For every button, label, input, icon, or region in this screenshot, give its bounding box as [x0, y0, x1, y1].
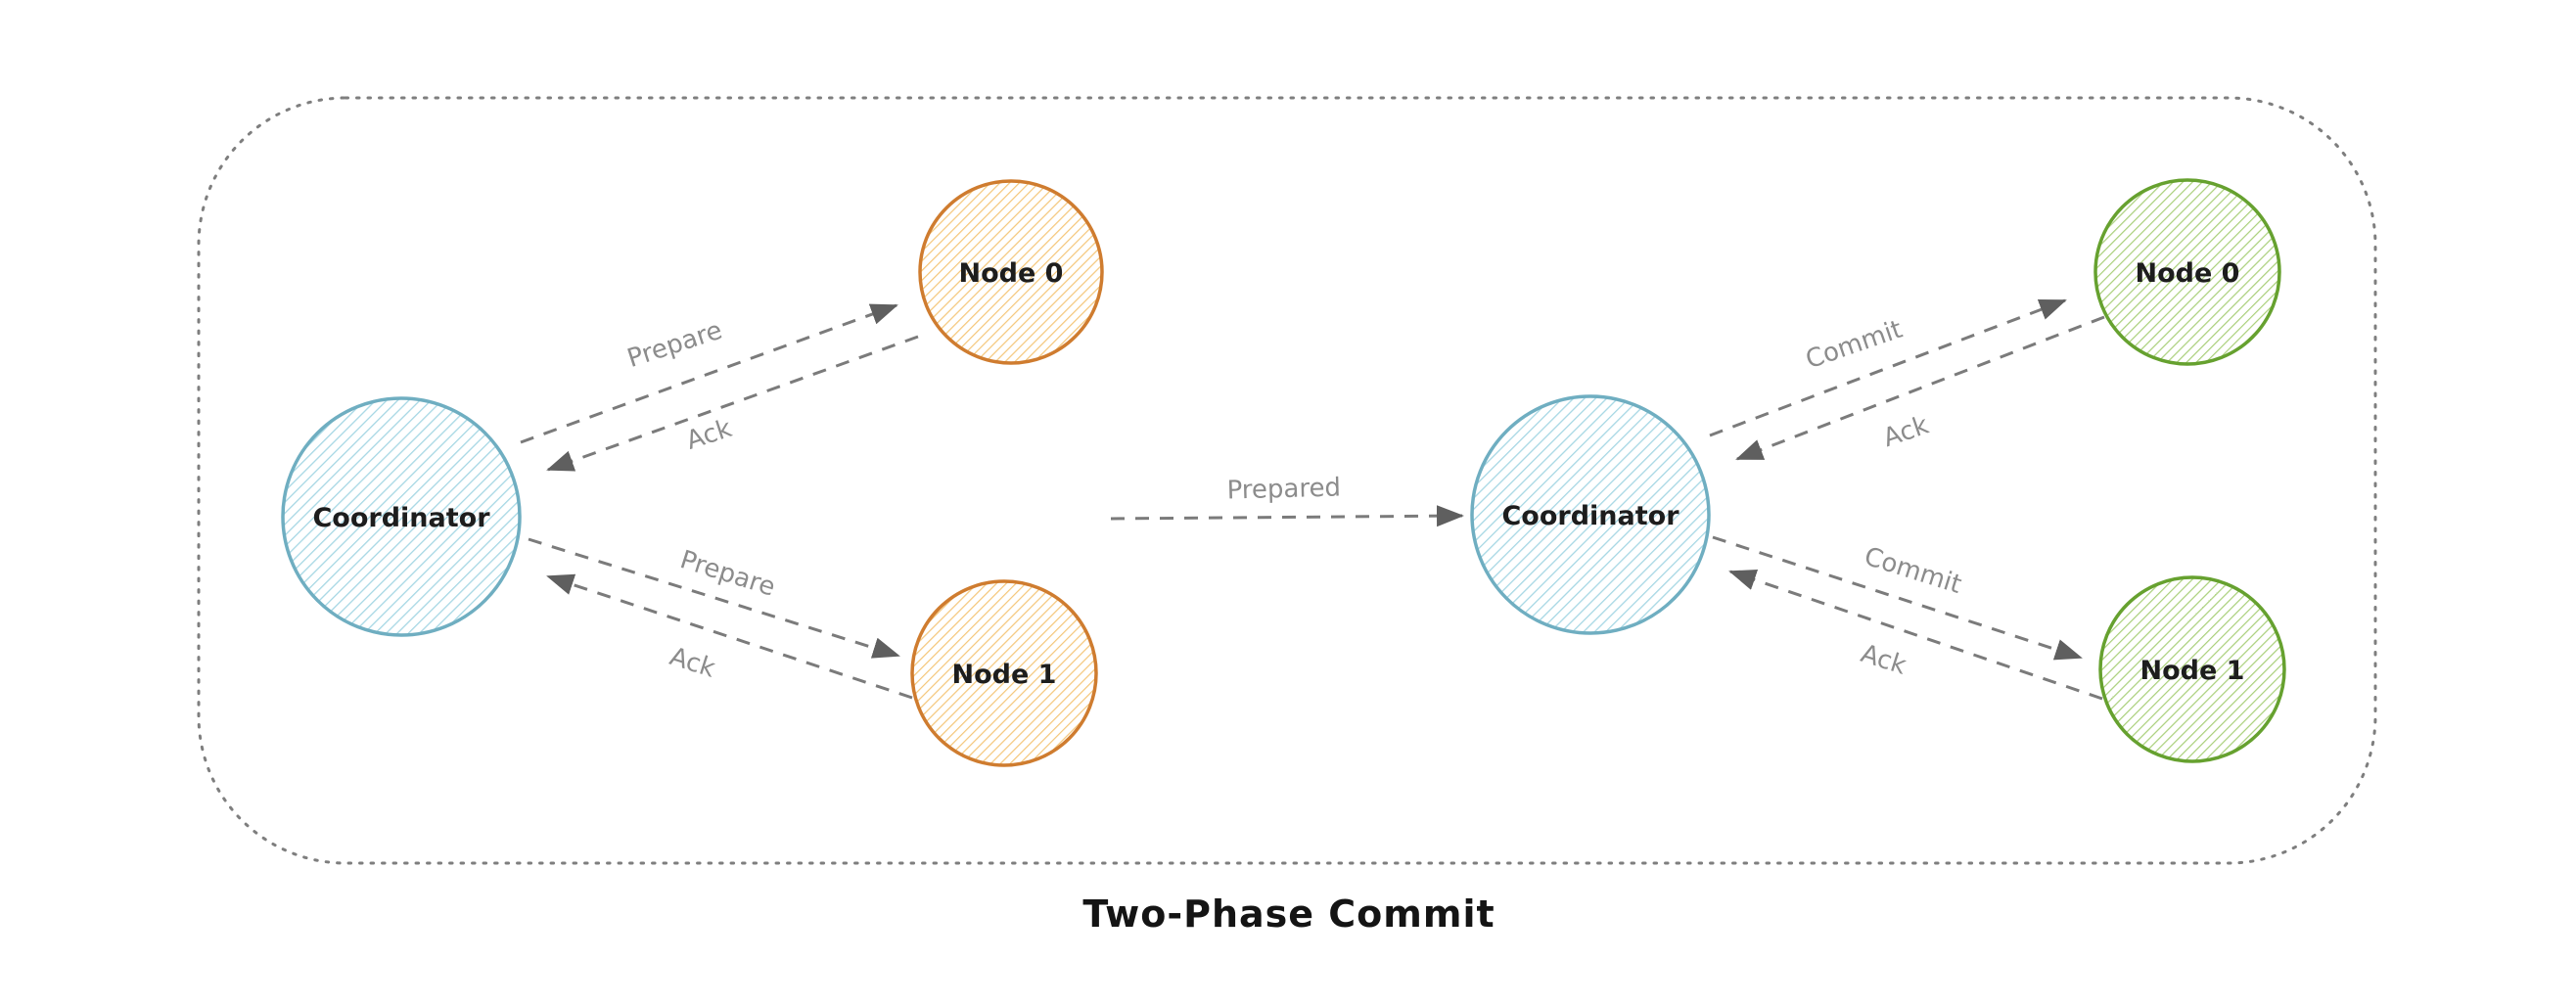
commit-coordinator-circle: [1470, 394, 1711, 635]
prepare-request-label-node0: Prepare: [623, 316, 725, 374]
prepare-ack-arrow-node0: [546, 335, 919, 472]
prepare-request-label-node1: Prepare: [676, 545, 778, 603]
commit-ack-label-node1: Ack: [1858, 639, 1910, 681]
prepare-request-arrow-node0: [520, 303, 898, 444]
transition-group: Prepared: [1110, 473, 1464, 527]
prepare-node1-circle: [910, 579, 1098, 767]
commit-node0-label: Node 0: [2136, 258, 2240, 289]
prepare-coordinator-label: Coordinator: [312, 503, 490, 533]
commit-node0-circle: [2093, 178, 2281, 366]
prepare-ack-arrow-node1: [546, 573, 913, 700]
commit-coordinator-label: Coordinator: [1501, 501, 1679, 531]
commit-ack-label-node0: Ack: [1879, 411, 1932, 454]
commit-request-arrow-node1: [1712, 535, 2083, 661]
prepare-node0-label: Node 0: [959, 258, 1064, 289]
commit-request-label-node0: Commit: [1802, 315, 1906, 376]
commit-ack-arrow-node0: [1735, 315, 2105, 461]
prepared-transition-arrow: [1110, 505, 1464, 527]
prepare-request-arrow-node1: [528, 537, 900, 659]
prepare-coordinator-circle: [281, 396, 522, 637]
commit-ack-arrow-node1: [1728, 570, 2103, 701]
prepare-ack-label-node0: Ack: [683, 414, 736, 456]
diagram-boundary: [197, 96, 2377, 865]
diagram-title: Two-Phase Commit: [1082, 892, 1495, 936]
commit-phase-group: Coordinator Node 0 Node 1 Commit Ack Com…: [1470, 178, 2286, 763]
prepare-node0-circle: [918, 179, 1104, 365]
prepare-phase-group: Coordinator Node 0 Node 1 Prepare Ack Pr…: [281, 179, 1104, 767]
commit-node1-circle: [2098, 575, 2286, 763]
prepare-ack-label-node1: Ack: [667, 642, 719, 684]
commit-node1-label: Node 1: [2140, 656, 2245, 686]
prepare-node1-label: Node 1: [952, 660, 1057, 690]
prepared-transition-label: Prepared: [1226, 473, 1341, 505]
